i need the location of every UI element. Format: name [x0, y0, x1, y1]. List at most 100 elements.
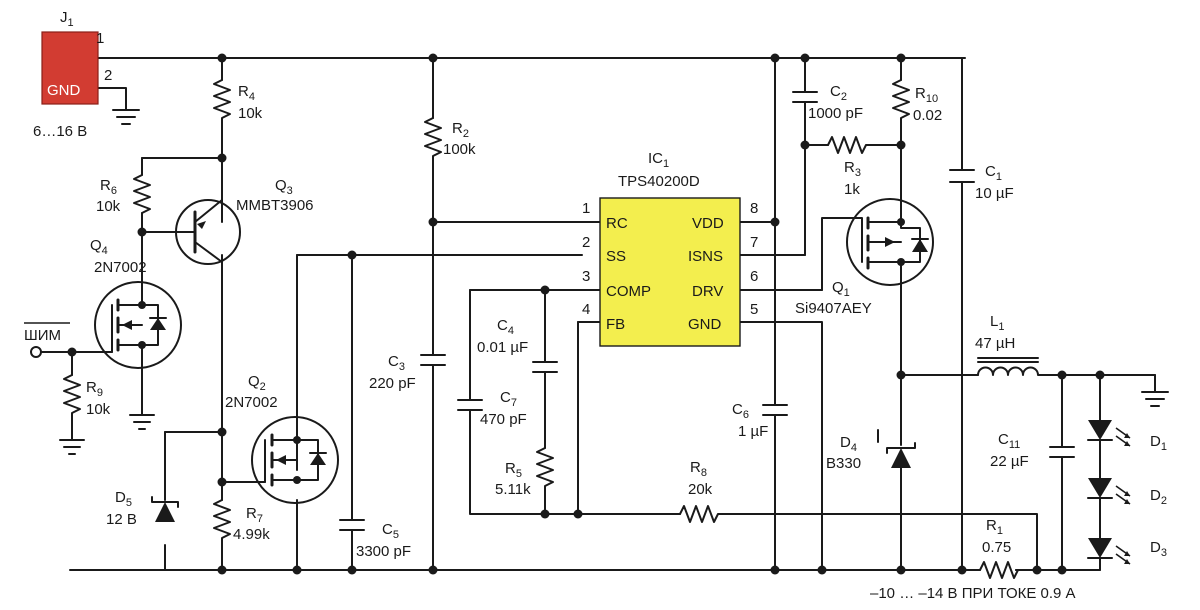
svg-text:R1: R1 [986, 517, 1003, 537]
svg-text:C6: C6 [732, 401, 749, 421]
svg-text:5: 5 [750, 301, 758, 318]
supply-voltage-label: 6…16 В [33, 123, 87, 140]
svg-text:2N7002: 2N7002 [94, 259, 147, 276]
svg-text:C4: C4 [497, 317, 514, 337]
pwm-label: ШИМ [24, 327, 61, 344]
led-d1: D1 [1087, 420, 1167, 453]
svg-text:D4: D4 [840, 434, 857, 454]
svg-text:Q3: Q3 [275, 177, 293, 197]
svg-text:R6: R6 [100, 177, 117, 197]
svg-text:3300 pF: 3300 pF [356, 543, 411, 560]
mosfet-q2: Q2 2N7002 [225, 373, 339, 504]
capacitor-c3: C3 220 pF [369, 353, 446, 392]
svg-text:1: 1 [582, 200, 590, 217]
svg-text:C5: C5 [382, 521, 399, 541]
svg-text:6: 6 [750, 268, 758, 285]
svg-text:R7: R7 [246, 505, 263, 525]
ground-icon [59, 439, 85, 455]
connector-pin2: 2 [104, 67, 112, 84]
capacitor-c2: C2 1000 pF [792, 83, 863, 122]
svg-text:R9: R9 [86, 379, 103, 399]
svg-text:2: 2 [582, 234, 590, 251]
capacitor-c1: C1 10 µF [949, 163, 1014, 202]
ic-pin-gnd: GND [688, 316, 722, 333]
svg-text:220 pF: 220 pF [369, 375, 416, 392]
zener-diode-d5: D5 12 В [106, 489, 179, 528]
led-d2: D2 [1087, 478, 1167, 507]
ic-pin-fb: FB [606, 316, 625, 333]
resistor-r9: R9 10k [63, 374, 111, 421]
junction-dots [67, 53, 1105, 575]
ground-icon [1141, 391, 1169, 407]
ground-symbols [59, 109, 1169, 455]
svg-text:7: 7 [750, 234, 758, 251]
svg-text:C3: C3 [388, 353, 405, 373]
connector-body [41, 31, 99, 105]
svg-text:R8: R8 [690, 459, 707, 479]
resistor-r3: R3 1k [827, 136, 869, 198]
ic-body [599, 197, 741, 347]
svg-text:22 µF: 22 µF [990, 453, 1029, 470]
ic-pin-isns: ISNS [688, 248, 723, 265]
svg-text:0.01 µF: 0.01 µF [477, 339, 528, 356]
svg-text:100k: 100k [443, 141, 476, 158]
ic-pin-comp: COMP [606, 283, 651, 300]
svg-text:Q1: Q1 [832, 279, 850, 299]
svg-text:10k: 10k [86, 401, 111, 418]
svg-text:4.99k: 4.99k [233, 526, 270, 543]
svg-text:R4: R4 [238, 83, 255, 103]
capacitor-c6: C6 1 µF [732, 401, 788, 440]
svg-text:D2: D2 [1150, 487, 1167, 507]
resistor-r8: R8 20k [679, 459, 723, 523]
svg-text:47 µH: 47 µH [975, 335, 1015, 352]
ic-pin-rc: RC [606, 215, 628, 232]
svg-text:Q2: Q2 [248, 373, 266, 393]
svg-text:R2: R2 [452, 120, 469, 140]
output-note: –10 … –14 В ПРИ ТОКЕ 0.9 А [870, 585, 1076, 602]
svg-text:20k: 20k [688, 481, 713, 498]
svg-text:10k: 10k [96, 198, 121, 215]
svg-text:10 µF: 10 µF [975, 185, 1014, 202]
transistor-q3: Q3 MMBT3906 [174, 157, 314, 276]
connector-gnd-label: GND [47, 82, 81, 99]
svg-text:8: 8 [750, 200, 758, 217]
inductor-l1: L1 47 µH [975, 313, 1041, 376]
connector-pin1: 1 [96, 30, 104, 47]
schottky-diode-d4: D4 B330 [826, 429, 916, 472]
capacitor-c11: C11 22 µF [990, 431, 1075, 470]
resistor-r4: R4 10k [213, 79, 263, 123]
connector-ref: J1 [60, 9, 74, 29]
svg-text:D5: D5 [115, 489, 132, 509]
svg-text:D1: D1 [1150, 433, 1167, 453]
connector-j1: 1 2 GND J1 6…16 В [33, 9, 112, 140]
svg-text:1k: 1k [844, 181, 860, 198]
svg-text:C2: C2 [830, 83, 847, 103]
svg-text:12 В: 12 В [106, 511, 137, 528]
capacitor-c5: C5 3300 pF [339, 519, 411, 560]
ground-icon [112, 109, 140, 125]
ic-pin-drv: DRV [692, 283, 723, 300]
svg-text:3: 3 [582, 268, 590, 285]
mosfet-q4: Q4 2N7002 [90, 237, 182, 369]
svg-text:C11: C11 [998, 431, 1020, 451]
capacitor-c4: C4 0.01 µF [477, 317, 558, 373]
resistor-r5: R5 5.11k [495, 447, 554, 498]
svg-text:5.11k: 5.11k [495, 481, 531, 498]
capacitor-c7: C7 470 pF [457, 389, 527, 428]
resistor-r6: R6 10k [96, 174, 151, 215]
mosfet-q1: Q1 Si9407AEY [795, 197, 934, 317]
svg-text:B330: B330 [826, 455, 861, 472]
ic-ref: IC1 [648, 150, 669, 170]
svg-text:1000 pF: 1000 pF [808, 105, 863, 122]
wires [39, 57, 1156, 571]
svg-text:D3: D3 [1150, 539, 1167, 559]
svg-text:Q4: Q4 [90, 237, 108, 257]
svg-text:10k: 10k [238, 105, 263, 122]
ic-pin-ss: SS [606, 248, 626, 265]
svg-text:MMBT3906: MMBT3906 [236, 197, 314, 214]
resistor-r2: R2 100k [424, 117, 476, 161]
svg-text:R3: R3 [844, 159, 861, 179]
svg-text:C1: C1 [985, 163, 1002, 183]
resistor-r1: R1 0.75 [979, 517, 1019, 579]
svg-text:0.02: 0.02 [913, 107, 942, 124]
